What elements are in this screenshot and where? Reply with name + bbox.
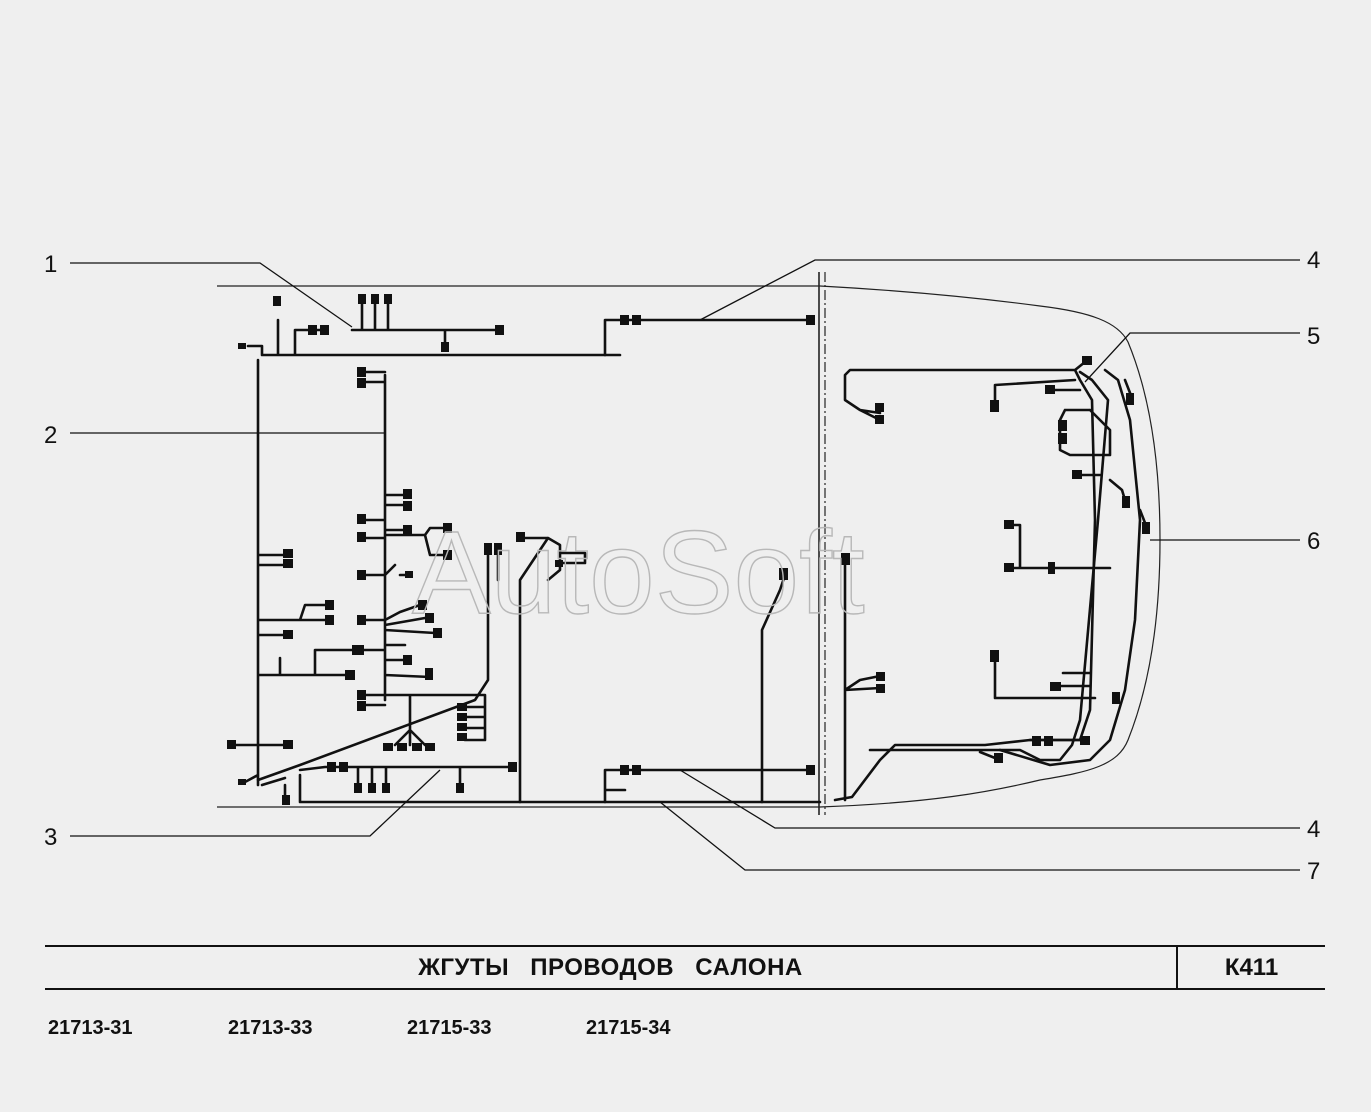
wire-harnesses (228, 298, 1149, 804)
callout-6: 6 (1307, 528, 1320, 555)
harness-5-branches (978, 378, 1127, 762)
harness-4-bottom (603, 768, 812, 804)
model-code: 21715-34 (586, 1017, 671, 1039)
harness-2 (358, 370, 487, 747)
steering-column-feed (760, 573, 787, 804)
leader-line-5 (1084, 332, 1300, 383)
center-tunnel (518, 536, 587, 804)
callout-2: 2 (44, 422, 57, 449)
callout-3: 3 (44, 824, 57, 851)
callout-4-top: 4 (1307, 247, 1320, 274)
callout-1: 1 (44, 251, 57, 278)
left-trunk (228, 358, 357, 787)
callout-5: 5 (1307, 323, 1320, 350)
center-diagonal (256, 553, 500, 782)
model-code: 21713-31 (48, 1017, 133, 1039)
harness-3 (260, 765, 822, 804)
leader-line-7 (659, 801, 1300, 871)
diagram-code: К411 (1224, 953, 1279, 981)
callout-4-bottom: 4 (1307, 816, 1320, 843)
callout-numbers: 1 2 3 4 5 6 4 7 (44, 247, 1320, 885)
model-code: 21715-33 (407, 1017, 492, 1039)
diagram-title: ЖГУТЫ ПРОВОДОВ САЛОНА (45, 947, 1178, 988)
title-block: ЖГУТЫ ПРОВОДОВ САЛОНА К411 (45, 945, 1325, 990)
leader-line-1 (70, 262, 353, 328)
model-code: 21713-33 (228, 1017, 313, 1039)
rear-left-lead (843, 558, 882, 802)
leader-line-3 (70, 769, 441, 837)
harness-7-rear (833, 360, 1097, 802)
harness-5 (868, 370, 1110, 762)
leader-line-4-bottom (679, 769, 1300, 829)
callout-7: 7 (1307, 858, 1320, 885)
leader-lines (70, 259, 1300, 871)
leader-line-4-top (699, 259, 1300, 321)
connectors (227, 294, 1150, 805)
harness-4-top (603, 318, 812, 357)
harness-1 (246, 298, 622, 357)
watermark: AutoSoft (412, 507, 865, 639)
